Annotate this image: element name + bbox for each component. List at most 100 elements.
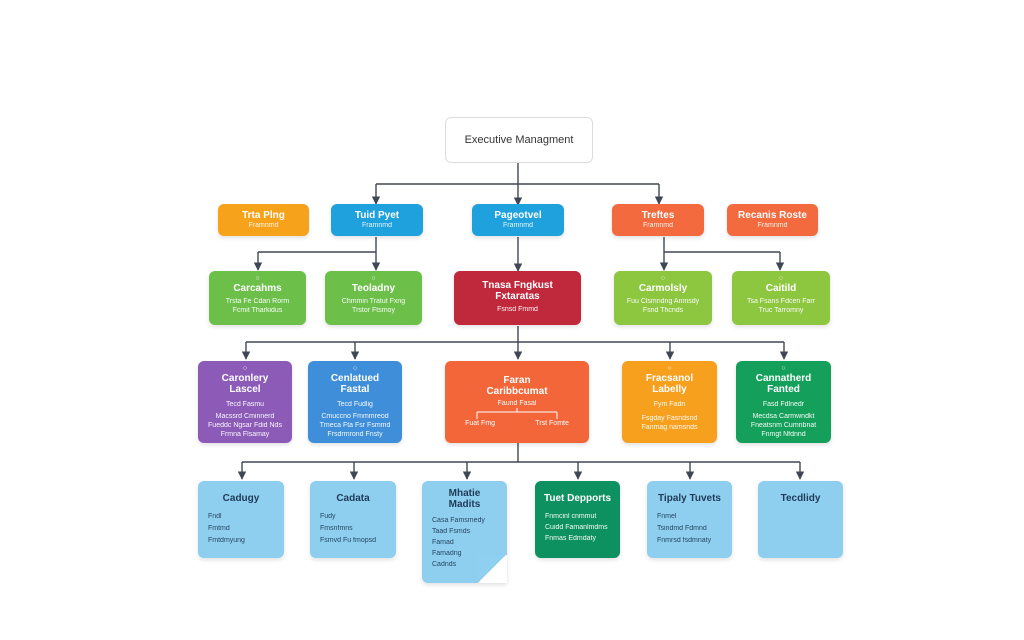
- level3-node-1-marker-icon: ○: [242, 365, 248, 372]
- level2-node-1-marker-icon: ○: [255, 275, 260, 282]
- level4-node-3-line-1: Casa Famsmedy: [432, 517, 485, 524]
- level4-node-3-line-2: Taad Fsmds: [432, 528, 471, 535]
- level4-node-4-title: Tuet Depports: [543, 493, 612, 504]
- level3-node-3-title: Faran Caribbcumat: [486, 375, 548, 397]
- level2-node-1[interactable]: ○ Carcahms Trsta Fe Cdan Rorm Fcmit Thar…: [209, 271, 306, 325]
- level1-node-4-title: Treftes: [641, 210, 675, 221]
- level4-node-4-line-3: Fnmas Edmdaty: [545, 535, 596, 542]
- level4-node-4[interactable]: Tuet Depports Fnmcinl cnmmut Cuidd Faman…: [535, 481, 620, 558]
- level3-node-4-line-3: Fanmag namsnds: [641, 424, 698, 431]
- level1-node-2-sub: Framnmd: [362, 222, 392, 229]
- level2-node-5[interactable]: ○ Caitild Tsa Fsans Fdcen Farr Truc Tarr…: [732, 271, 830, 325]
- executive-management-node[interactable]: Executive Managment: [445, 117, 593, 163]
- level1-node-5-title: Recanis Roste: [738, 210, 807, 221]
- level4-node-2-line-2: Fmsnfmns: [320, 525, 353, 532]
- level3-node-5-title: Cannatherd Fanted: [755, 373, 812, 395]
- level4-node-2-title: Cadata: [336, 493, 370, 504]
- level3-node-1-title: Caronlery Lascel: [221, 373, 269, 395]
- level2-node-3-line-1: Fsnsd Fmmd: [497, 306, 538, 313]
- level2-node-1-line-1: Trsta Fe Cdan Rorm: [225, 298, 290, 305]
- level3-node-3-right: Trst Fomte: [535, 420, 569, 427]
- level1-node-1-sub: Framnmd: [248, 222, 279, 229]
- level3-node-4-line-1: Fym Fadn: [653, 401, 686, 408]
- level2-node-1-title: Carcahms: [233, 283, 282, 294]
- level2-node-5-title: Caitild: [765, 283, 797, 294]
- level3-node-1-line-3: Fueddc Ngsar Fdid Nds: [208, 422, 282, 429]
- level3-node-1-line-1: Tecd Fasmu: [225, 401, 265, 408]
- level2-node-5-line-2: Truc Tarromny: [758, 307, 804, 314]
- level3-node-5-line-2: Mecdsa Carmwndkt: [752, 413, 815, 420]
- level2-node-2[interactable]: ○ Teoladny Chmmin Tratut Fxng Trstor Fts…: [325, 271, 422, 325]
- level2-node-4-line-1: Fuu Clsmndng Anmsdy: [626, 298, 700, 305]
- level4-node-5-line-3: Fnmrsd fsdmnaty: [657, 537, 712, 544]
- level2-node-5-line-1: Tsa Fsans Fdcen Farr: [746, 298, 816, 305]
- level2-node-3-title: Tnasa Fngkust Fxtaratas: [482, 280, 553, 302]
- level3-node-4-line-2: Fsgday Fasndsnd: [641, 415, 698, 422]
- level2-node-1-line-2: Fcmit Tharkidus: [232, 307, 283, 314]
- level3-node-2-line-2: Cmuccno Fmmmreod: [321, 413, 389, 420]
- level4-node-2-line-3: Fsmvd Fu fmopsd: [320, 537, 377, 544]
- level1-node-2-title: Tuid Pyet: [354, 210, 400, 221]
- level1-node-4-sub: Framnmd: [643, 222, 673, 229]
- level1-node-2[interactable]: Tuid Pyet Framnmd: [331, 204, 423, 236]
- level4-node-5-line-1: Fnmel: [657, 513, 677, 520]
- level4-node-2[interactable]: Cadata Fudy Fmsnfmns Fsmvd Fu fmopsd: [310, 481, 396, 558]
- level4-node-3-line-4: Famadng: [432, 550, 462, 557]
- level2-node-4-line-2: Fsnd Thcnds: [642, 307, 684, 314]
- level3-node-2-line-1: Tecd Fudlig: [337, 401, 373, 408]
- page-curl-icon: [477, 555, 507, 583]
- level3-node-1-line-2: Macssrd Cminnerd: [215, 413, 275, 420]
- level3-node-2-marker-icon: ○: [352, 365, 358, 372]
- level1-node-4[interactable]: Treftes Framnmd: [612, 204, 704, 236]
- level4-node-2-line-1: Fudy: [320, 513, 336, 520]
- level4-node-3-line-5: Cadnds: [432, 561, 457, 568]
- level4-node-5[interactable]: Tipaly Tuvets Fnmel Tsindmd Fdmnd Fnmrsd…: [647, 481, 732, 558]
- level3-node-2-line-3: Tmeca Fta Fsr Fsmmd: [319, 422, 391, 429]
- level2-node-2-marker-icon: ○: [371, 275, 376, 282]
- level3-node-3[interactable]: Faran Caribbcumat Faund Fasal Fuat Fmg T…: [445, 361, 589, 443]
- level3-node-2-line-4: Frsdrmrond Fnsty: [327, 431, 383, 438]
- level3-node-5-line-4: Fnmgt Nfdnnd: [761, 431, 806, 438]
- executive-management-label: Executive Managment: [464, 134, 574, 146]
- level4-node-6[interactable]: Tecdlidy: [758, 481, 843, 558]
- level1-node-3-sub: Framnmd: [503, 222, 533, 229]
- level4-node-3-line-3: Famad: [432, 539, 454, 546]
- level1-node-3[interactable]: Pageotvel Framnmd: [472, 204, 564, 236]
- level3-node-2[interactable]: ○ Cenlatued Fastal Tecd Fudlig Cmuccno F…: [308, 361, 402, 443]
- level3-node-3-split-connector: [476, 408, 558, 419]
- level2-node-4-marker-icon: ○: [660, 275, 666, 282]
- level3-node-1-line-4: Frmna Flsamay: [220, 431, 270, 438]
- level4-node-3-title: Mhatie Madits: [448, 488, 481, 510]
- level3-node-4[interactable]: ○ Fracsanol Labelly Fym Fadn Fsgday Fasn…: [622, 361, 717, 443]
- level1-node-1[interactable]: Trta Plng Framnmd: [218, 204, 309, 236]
- level3-node-5-marker-icon: ○: [781, 365, 786, 372]
- level3-node-4-marker-icon: ○: [667, 365, 672, 372]
- level3-node-3-split: Fuat Fmg Trst Fomte: [445, 420, 589, 427]
- level4-node-1-line-2: Fmtmd: [208, 525, 230, 532]
- level1-node-1-title: Trta Plng: [242, 210, 285, 221]
- level2-node-4-title: Carmolsly: [638, 283, 688, 294]
- level3-node-1[interactable]: ○ Caronlery Lascel Tecd Fasmu Macssrd Cm…: [198, 361, 292, 443]
- level1-node-5[interactable]: Recanis Roste Framnmd: [727, 204, 818, 236]
- level4-node-5-line-2: Tsindmd Fdmnd: [657, 525, 707, 532]
- level4-node-4-line-2: Cuidd Famanlmdms: [545, 524, 608, 531]
- level2-node-2-line-2: Trstor Ftsmoy: [352, 307, 395, 314]
- level3-node-3-left: Fuat Fmg: [465, 420, 496, 427]
- level3-node-5-line-3: Fneatsnm Cumnbnat: [750, 422, 817, 429]
- level2-node-3[interactable]: Tnasa Fngkust Fxtaratas Fsnsd Fmmd: [454, 271, 581, 325]
- level2-node-4[interactable]: ○ Carmolsly Fuu Clsmndng Anmsdy Fsnd Thc…: [614, 271, 712, 325]
- level2-node-2-line-1: Chmmin Tratut Fxng: [341, 298, 406, 305]
- level3-node-3-sub: Faund Fasal: [497, 400, 537, 407]
- level3-node-5[interactable]: ○ Cannatherd Fanted Fasd Fdlnedr Mecdsa …: [736, 361, 831, 443]
- level3-node-2-title: Cenlatued Fastal: [330, 373, 380, 395]
- level2-node-2-title: Teoladny: [351, 283, 396, 294]
- level4-node-3[interactable]: Mhatie Madits Casa Famsmedy Taad Fsmds F…: [422, 481, 507, 583]
- level2-node-5-marker-icon: ○: [778, 275, 784, 282]
- level4-node-1-line-1: Fndl: [208, 513, 222, 520]
- level4-node-5-title: Tipaly Tuvets: [658, 493, 721, 504]
- level4-node-1-line-3: Fmtdmyung: [208, 537, 245, 544]
- level4-node-1[interactable]: Cadugy Fndl Fmtmd Fmtdmyung: [198, 481, 284, 558]
- level4-node-1-title: Cadugy: [222, 493, 260, 504]
